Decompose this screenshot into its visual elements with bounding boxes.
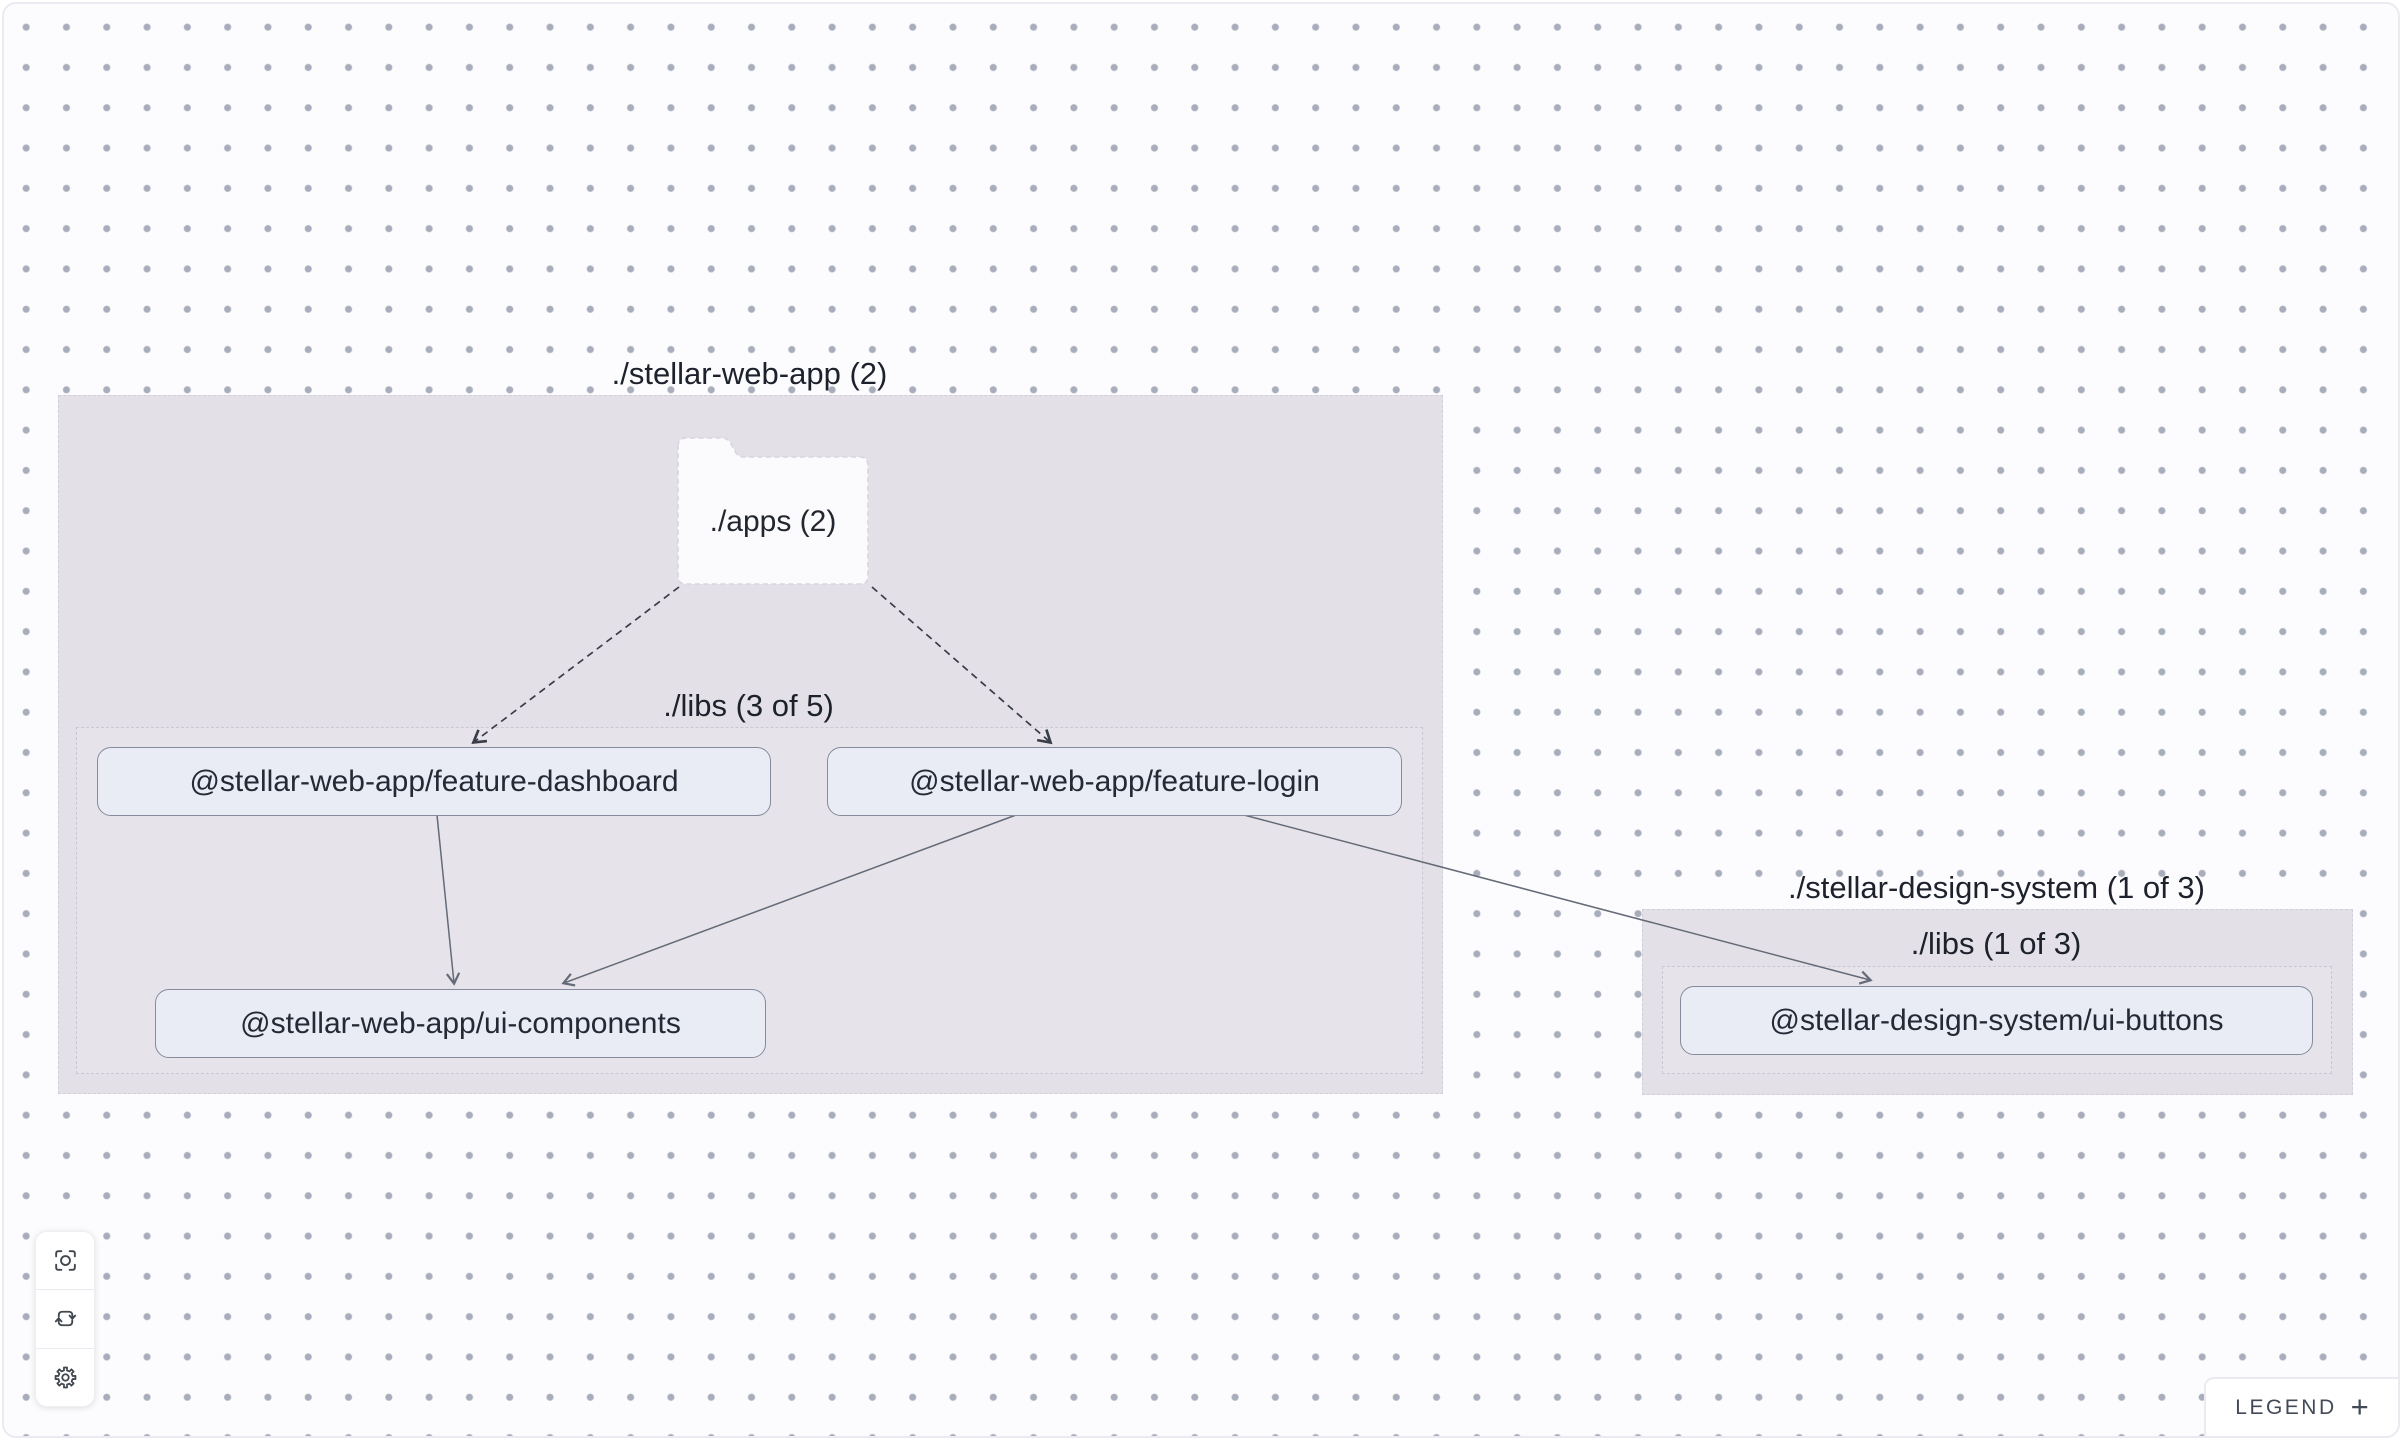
- refresh-cycle-icon: [54, 1311, 76, 1327]
- node-feature-dashboard[interactable]: @stellar-web-app/feature-dashboard: [97, 747, 771, 816]
- group-title-stellar-design-system: ./stellar-design-system (1 of 3): [1788, 870, 2205, 905]
- group-title-stellar-web-app: ./stellar-web-app (2): [611, 356, 888, 391]
- group-title-design-system-libs: ./libs (1 of 3): [1910, 926, 2082, 961]
- graph-toolbar: [35, 1231, 95, 1407]
- refresh-button[interactable]: [36, 1289, 94, 1348]
- node-feature-login[interactable]: @stellar-web-app/feature-login: [827, 747, 1402, 816]
- legend-toggle[interactable]: LEGEND +: [2204, 1377, 2398, 1436]
- folder-icon: [677, 437, 869, 585]
- node-ui-components[interactable]: @stellar-web-app/ui-components: [155, 989, 766, 1058]
- focus-button[interactable]: [36, 1232, 94, 1290]
- settings-button[interactable]: [36, 1347, 94, 1406]
- folder-node-label: ./apps (2): [709, 505, 837, 538]
- plus-icon: +: [2350, 1388, 2369, 1424]
- gear-icon: [54, 1366, 76, 1389]
- legend-label: LEGEND: [2235, 1395, 2337, 1419]
- crosshair-focus-icon: [54, 1250, 76, 1271]
- node-ui-buttons[interactable]: @stellar-design-system/ui-buttons: [1680, 986, 2313, 1055]
- folder-node-apps[interactable]: ./apps (2): [672, 436, 874, 586]
- group-title-web-app-libs: ./libs (3 of 5): [663, 688, 834, 723]
